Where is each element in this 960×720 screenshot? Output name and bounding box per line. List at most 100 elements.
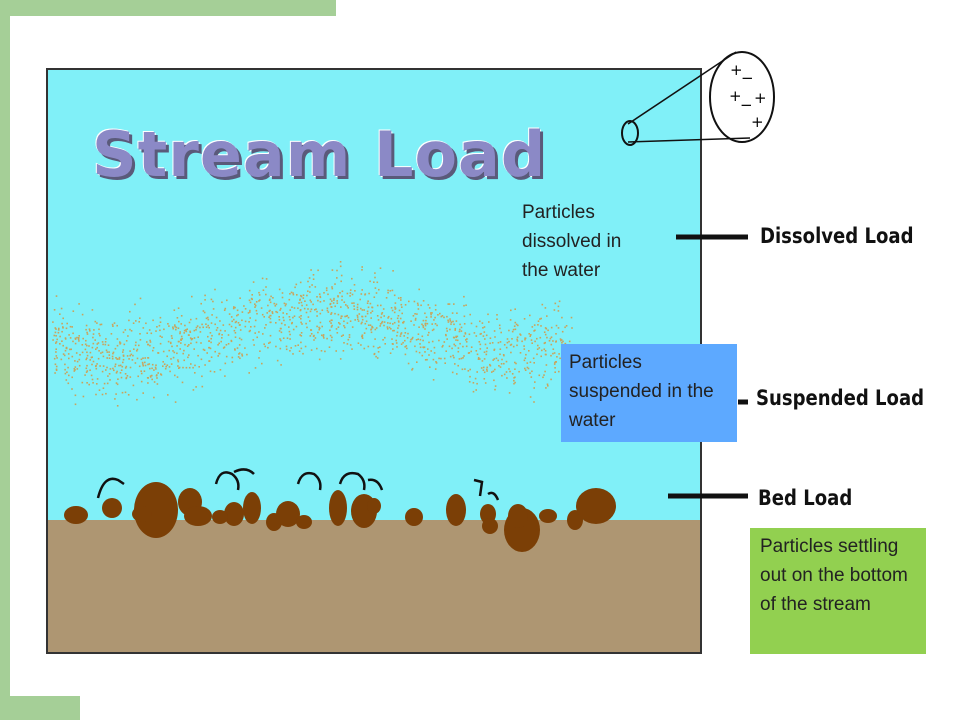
speckle (69, 337, 72, 339)
speckle (91, 378, 94, 381)
speckle (486, 368, 488, 371)
speckle (183, 359, 185, 362)
speckle (61, 330, 63, 333)
speckle (484, 343, 487, 346)
speckle (571, 327, 573, 329)
speckle (329, 329, 331, 332)
speckle (480, 367, 483, 369)
speckle (369, 280, 371, 283)
speckle (511, 373, 514, 375)
speckle (263, 316, 265, 318)
speckle (173, 351, 176, 354)
speckle (127, 335, 129, 337)
speckle (329, 334, 332, 337)
speckle (238, 324, 241, 326)
speckle (484, 338, 486, 340)
speckle (341, 295, 343, 298)
speckle (140, 358, 143, 361)
speckle (495, 357, 498, 360)
speckle (159, 335, 162, 337)
speckle (562, 340, 564, 343)
speckle (338, 322, 340, 324)
speckle (177, 340, 180, 343)
speckle (74, 369, 76, 371)
speckle (536, 337, 538, 340)
speckle (249, 329, 251, 332)
speckle (100, 352, 102, 354)
speckle (195, 326, 198, 329)
speckle (512, 328, 515, 331)
speckle (396, 346, 398, 348)
speckle (111, 357, 114, 360)
speckle (109, 368, 112, 370)
speckle (356, 314, 359, 317)
speckle (553, 352, 556, 354)
frame-bottom-bar (0, 696, 80, 720)
speckle (99, 334, 101, 337)
speckle (475, 325, 478, 328)
speckle (290, 291, 293, 294)
speckle (124, 329, 127, 331)
speckle (496, 314, 498, 316)
speckle (155, 374, 158, 377)
speckle (329, 302, 332, 305)
speckle (54, 363, 57, 366)
speckle (254, 319, 257, 322)
speckle (387, 322, 389, 324)
speckle (267, 304, 269, 307)
speckle (264, 327, 266, 329)
speckle (281, 292, 284, 294)
speckle (356, 306, 359, 309)
speckle (199, 331, 202, 333)
speckle (307, 308, 309, 310)
speckle (450, 321, 453, 323)
speckle (152, 349, 154, 352)
speckle (244, 347, 246, 349)
speckle (534, 340, 536, 343)
speckle (453, 323, 455, 326)
speckle (192, 389, 195, 391)
speckle (106, 351, 109, 353)
speckle (421, 335, 424, 338)
speckle (292, 316, 294, 319)
speckle (305, 322, 307, 325)
speckle (323, 337, 325, 339)
speckle (434, 323, 437, 325)
speckle (310, 301, 312, 303)
speckle (122, 331, 125, 334)
speckle (139, 339, 142, 341)
speckle (121, 365, 124, 368)
speckle (483, 358, 486, 360)
speckle (442, 344, 444, 347)
speckle (353, 305, 355, 307)
speckle (119, 364, 122, 367)
speckle (60, 307, 63, 310)
speckle (209, 332, 212, 334)
speckle (390, 317, 393, 320)
speckle (85, 328, 87, 331)
speckle (515, 362, 517, 365)
speckle (393, 321, 396, 324)
speckle (467, 370, 470, 372)
speckle (105, 369, 107, 371)
speckle (479, 320, 481, 323)
speckle (291, 306, 293, 308)
rock (329, 490, 347, 526)
speckle (186, 328, 188, 330)
speckle (82, 337, 84, 340)
speckle (447, 321, 450, 323)
speckle (256, 312, 258, 315)
speckle (239, 329, 242, 331)
speckle (379, 346, 381, 348)
streambed (48, 520, 700, 652)
speckle (468, 352, 471, 354)
speckle (396, 331, 399, 334)
speckle (159, 316, 162, 319)
speckle (537, 344, 539, 347)
speckle (209, 347, 212, 350)
speckle (177, 359, 179, 361)
speckle (92, 382, 94, 384)
speckle (392, 323, 394, 325)
speckle (241, 353, 243, 356)
speckle (416, 302, 419, 305)
